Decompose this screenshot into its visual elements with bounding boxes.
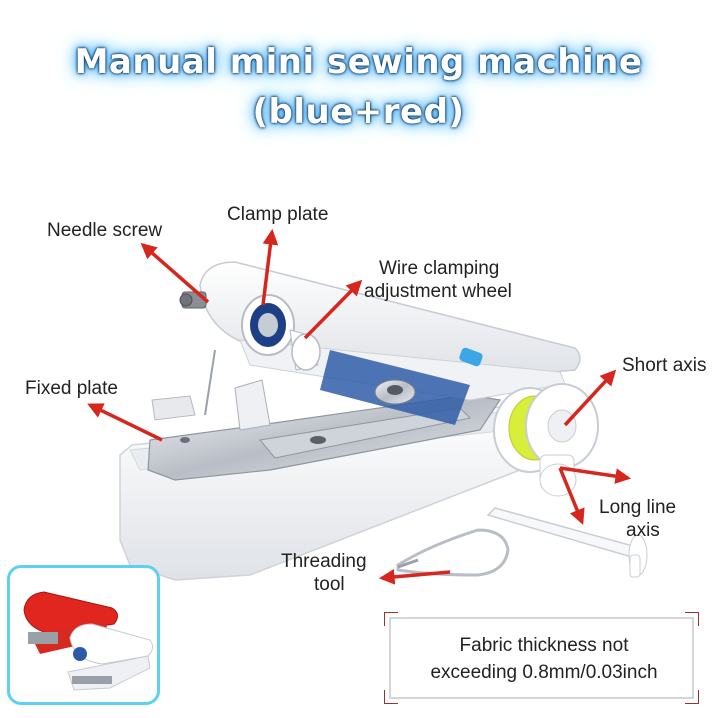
needle-screw (179, 291, 207, 309)
bobbin-mechanism (374, 379, 416, 405)
label-short-axis: Short axis (622, 355, 707, 376)
wire-clamping-wheel (241, 294, 321, 371)
note-line-1: Fabric thickness not (459, 635, 629, 656)
arrow-clamp-plate (261, 228, 279, 306)
label-threading-2: tool (314, 574, 345, 595)
fabric-thickness-note: Fabric thickness not exceeding 0.8mm/0.0… (394, 632, 694, 686)
arrow-threading-tool (378, 569, 451, 585)
color-variants-inset (7, 565, 160, 705)
note-line-2: exceeding 0.8mm/0.03inch (430, 662, 658, 683)
long-line-axis-part (486, 507, 648, 578)
note-frame (384, 612, 699, 704)
callout-arrows (87, 228, 632, 585)
fixed-plate-metal (147, 379, 502, 481)
variant-machines-image (23, 591, 154, 691)
arrow-long-line-1 (559, 466, 632, 484)
spool-short-axis (493, 383, 599, 497)
page-subtitle: (blue+red) (252, 92, 465, 132)
label-long-line-2: axis (626, 520, 660, 541)
arrow-long-line-2 (558, 467, 585, 525)
arrow-wire-clamping (303, 279, 363, 340)
arrow-fixed-plate (87, 403, 163, 442)
presser-foot (151, 395, 196, 421)
label-fixed-plate: Fixed plate (25, 378, 118, 399)
threading-tool (396, 528, 510, 577)
label-needle-screw: Needle screw (47, 220, 163, 241)
page-title: Manual mini sewing machine (74, 42, 643, 82)
arrow-needle-screw (140, 242, 210, 304)
needle (204, 349, 216, 416)
label-long-line-1: Long line (599, 497, 677, 518)
label-wire-clamping-2: adjustment wheel (364, 281, 512, 302)
arrow-short-axis (563, 369, 617, 427)
label-clamp-plate: Clamp plate (227, 204, 329, 225)
label-threading-1: Threading (281, 551, 367, 572)
label-wire-clamping-1: Wire clamping (379, 258, 500, 279)
